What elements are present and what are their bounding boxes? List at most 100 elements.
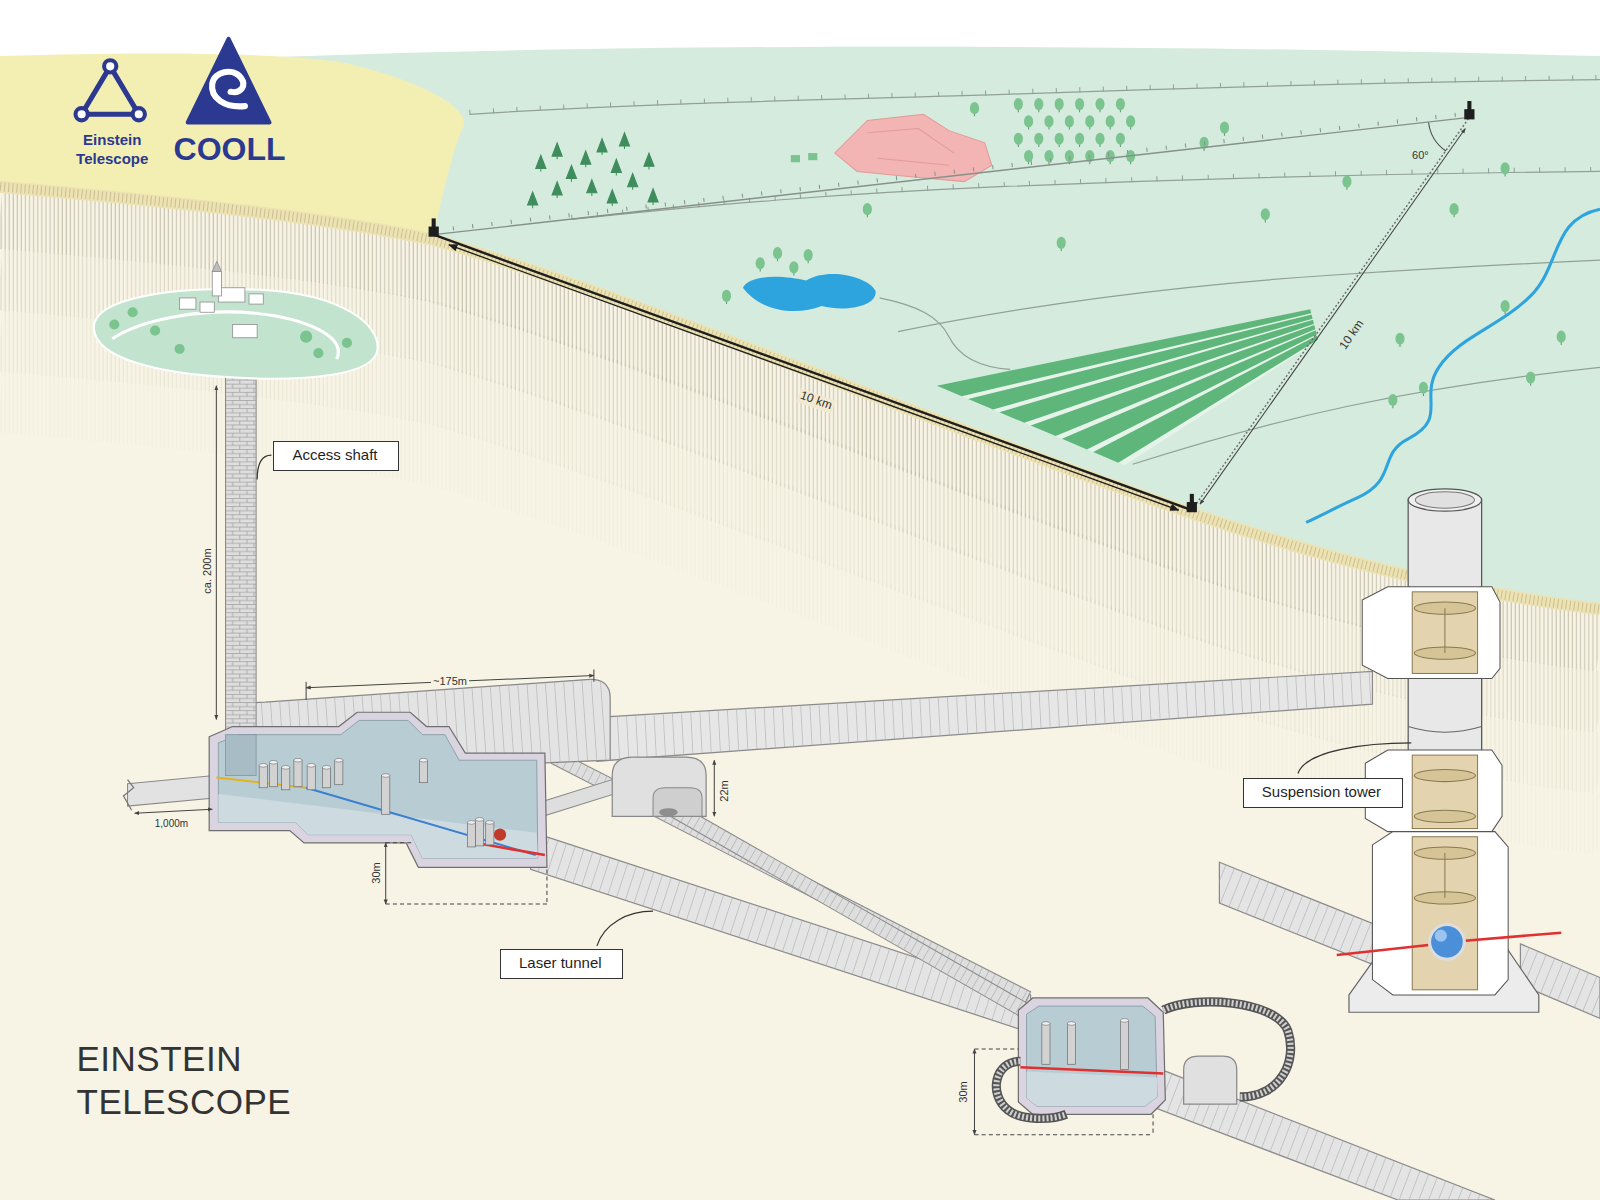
vacuum-tank xyxy=(259,758,494,847)
tree xyxy=(528,192,538,208)
tree xyxy=(1116,133,1125,147)
tree xyxy=(1261,208,1270,220)
lower-cavern-cutaway xyxy=(1027,1006,1158,1106)
vacuum-tank xyxy=(419,758,427,782)
tunnel xyxy=(597,671,1373,761)
access-shaft xyxy=(226,352,257,732)
tree xyxy=(611,159,621,175)
roads xyxy=(469,78,1600,113)
tree xyxy=(863,203,872,217)
main-cavern-cutaway xyxy=(218,720,537,858)
suspension-tower xyxy=(1444,608,1445,653)
tree xyxy=(644,153,654,169)
suspension-tower xyxy=(1435,930,1447,942)
tree xyxy=(1116,98,1125,110)
leader-line xyxy=(1298,743,1411,774)
triangle-outline xyxy=(434,113,1470,230)
vacuum-tank xyxy=(322,767,330,787)
dimension-line xyxy=(386,843,547,904)
tree xyxy=(552,143,562,159)
cable-hose xyxy=(996,1061,1066,1118)
vacuum-tank xyxy=(1067,1022,1075,1026)
vacuum-tank xyxy=(1120,1019,1128,1070)
tree xyxy=(773,247,782,261)
tree xyxy=(1342,176,1351,190)
tree xyxy=(566,165,576,181)
surface-island xyxy=(94,261,378,378)
tree xyxy=(1557,331,1566,345)
tree xyxy=(756,257,765,269)
field xyxy=(937,309,1319,465)
station-marker xyxy=(429,101,1475,512)
vacuum-tank xyxy=(307,763,315,767)
tree xyxy=(1014,133,1023,145)
tree xyxy=(597,139,607,155)
logo-mark xyxy=(76,39,270,123)
tree xyxy=(1034,133,1043,147)
leader-line xyxy=(597,911,653,946)
tree xyxy=(1419,382,1428,396)
callout-box: Access shaft xyxy=(273,441,399,471)
triangle-outline xyxy=(449,245,1179,510)
village xyxy=(791,114,992,181)
roads xyxy=(898,260,1600,331)
surface-island xyxy=(212,271,221,295)
vacuum-tank xyxy=(1067,1022,1075,1065)
vacuum-tank xyxy=(382,774,390,778)
tree xyxy=(1044,115,1053,127)
vacuum-tank xyxy=(1120,1019,1128,1023)
callout-label: Laser tunnel xyxy=(519,954,604,972)
roads xyxy=(880,298,1011,369)
tree xyxy=(1106,150,1115,162)
tree xyxy=(1106,115,1115,127)
vacuum-tank xyxy=(476,818,484,846)
dimension-line xyxy=(974,1049,975,1135)
tree xyxy=(970,102,979,116)
village xyxy=(835,114,992,181)
main-cavern-cutaway xyxy=(209,712,547,867)
tree xyxy=(1501,300,1510,312)
vacuum-tank xyxy=(307,763,315,789)
tree xyxy=(722,290,731,302)
vacuum-tank xyxy=(467,821,475,825)
tree xyxy=(1449,203,1458,215)
tree xyxy=(863,203,872,215)
suspension-tower xyxy=(1408,489,1481,511)
tree xyxy=(1526,371,1535,383)
surface-island xyxy=(128,307,138,317)
vacuum-tank xyxy=(294,758,302,786)
access-shaft xyxy=(226,347,257,732)
vacuum-tank xyxy=(382,774,390,815)
vacuum-tank xyxy=(269,762,277,786)
vacuum-tank xyxy=(282,767,290,789)
vacuum-tank xyxy=(419,760,427,782)
angle-label: 60° xyxy=(1410,149,1431,162)
main-cavern-cutaway xyxy=(218,794,537,858)
dimension-line xyxy=(306,682,307,700)
portal-hut xyxy=(653,788,702,817)
tree xyxy=(1044,115,1053,129)
tree xyxy=(552,182,562,198)
village xyxy=(791,155,800,162)
tree xyxy=(648,189,658,205)
vacuum-tank xyxy=(307,765,315,789)
vacuum-tank xyxy=(1120,1020,1128,1069)
tree xyxy=(1199,137,1208,151)
tree xyxy=(1057,237,1066,251)
vacuum-tank xyxy=(259,763,267,787)
vacuum-tank xyxy=(259,763,267,767)
tree xyxy=(1024,115,1033,129)
logo-mark xyxy=(133,108,145,120)
tree xyxy=(1095,98,1104,112)
surface-island xyxy=(200,302,214,312)
tree xyxy=(1557,331,1566,343)
portal-hut xyxy=(612,757,706,816)
vacuum-tank xyxy=(1042,1022,1050,1026)
vacuum-tank xyxy=(486,821,494,845)
tree xyxy=(1449,203,1458,217)
vacuum-tank xyxy=(294,760,302,787)
dimension-line xyxy=(714,760,715,816)
tree xyxy=(1055,98,1064,110)
station-marker xyxy=(1190,494,1194,503)
